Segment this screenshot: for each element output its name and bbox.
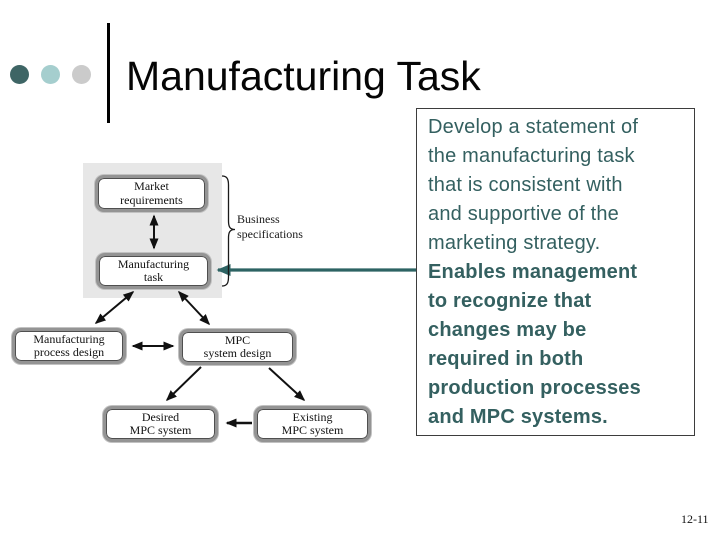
title-bullet-dark-teal — [10, 65, 29, 84]
node-label-line: Manufacturing — [117, 256, 190, 271]
arrow-mpcdesign-existing — [268, 367, 306, 402]
note-text-bold: Enables management to recognize that cha… — [428, 261, 641, 428]
node-label-line: system design — [203, 346, 272, 360]
title-bullet-gray — [72, 65, 91, 84]
node-label-line: Existing — [292, 409, 333, 424]
node-mpc-system-design: MPC system design — [179, 329, 296, 365]
brace-label-business-specifications: Business specifications — [237, 212, 303, 242]
node-market-requirements: Market requirements — [95, 175, 208, 212]
node-label-line: MPC system — [281, 423, 344, 437]
brace-label-line2: specifications — [237, 227, 303, 241]
node-label-line: task — [143, 270, 164, 284]
node-label-line: MPC — [224, 332, 251, 347]
arrow-mpcdesign-desired — [165, 366, 202, 402]
node-label-line: Market — [134, 179, 169, 193]
note-text-normal: Develop a statement of the manufacturing… — [428, 116, 639, 254]
note-box: Develop a statement of the manufacturing… — [416, 108, 695, 436]
node-manufacturing-process-design: Manufacturing process design — [12, 328, 126, 364]
node-existing-mpc-system: Existing MPC system — [254, 406, 371, 442]
title-bullet-light-teal — [41, 65, 60, 84]
node-desired-mpc-system: Desired MPC system — [103, 406, 218, 442]
node-manufacturing-task: Manufacturing task — [96, 253, 211, 289]
title-divider-line — [107, 23, 110, 123]
brace-business-specifications — [221, 175, 236, 287]
node-label-line: process design — [33, 345, 105, 359]
node-label-line: Desired — [141, 409, 180, 424]
node-label-line: requirements — [120, 192, 183, 207]
page-title: Manufacturing Task — [126, 53, 481, 99]
node-label-line: Manufacturing — [33, 331, 105, 346]
slide-page-number: 12-11 — [681, 512, 709, 526]
brace-label-line1: Business — [237, 212, 280, 226]
node-label-line: MPC system — [129, 423, 192, 437]
